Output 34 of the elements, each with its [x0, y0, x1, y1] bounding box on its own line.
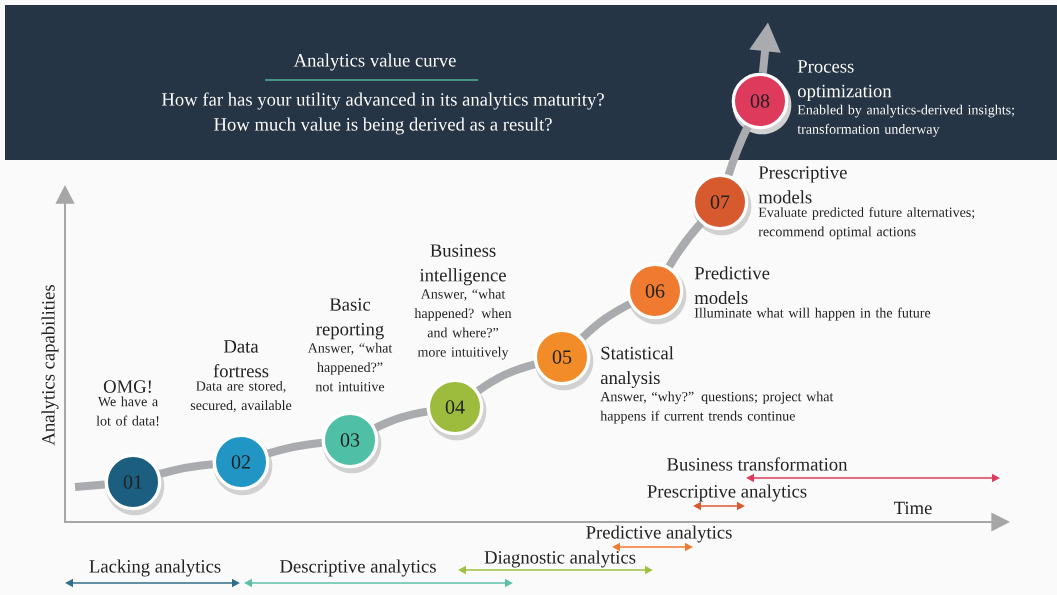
curve-segment [724, 124, 752, 177]
curve-segment [475, 360, 536, 394]
phase-label: Business transformation [667, 457, 848, 471]
phase-label: Predictive analytics [586, 525, 732, 543]
phase-label: Diagnostic analytics [484, 550, 636, 568]
stage-description: Answer, “what happened?” not intuitive [307, 342, 393, 392]
stage-title: Process optimization [797, 60, 892, 102]
title: Analytics value curve [293, 53, 456, 71]
stage-title: Business intelligence [419, 244, 506, 286]
stage-description: Evaluate predicted future alternatives; recommend optimal actions [758, 207, 975, 240]
axis-label: Time [893, 501, 932, 515]
stage-title: Predictive models [694, 266, 770, 305]
phase-label: Descriptive analytics [280, 559, 436, 577]
stage-description: Illuminate what will happen in the future [694, 307, 931, 321]
stage-description: Answer, “why?” questions; project what happens if current trends continue [600, 391, 834, 424]
stage-description: Data are stored, secured, available [190, 380, 292, 413]
stage-title: Statistical analysis [600, 346, 674, 388]
phase-label: Lacking analytics [89, 559, 221, 577]
curve-segment [266, 438, 323, 458]
phase-label: Prescriptive analytics [647, 484, 807, 502]
stage-description: Enabled by analytics-derived insights; transformation underway [797, 104, 1014, 137]
question-text: How much value is being derived as a result? [214, 117, 552, 135]
stage-title: Basic reporting [316, 298, 384, 340]
axis-label: Analytics capabilities [41, 285, 59, 446]
question-text: How far has your utility advanced in its analytics maturity? [161, 92, 604, 110]
stage-title: Data fortress [213, 340, 269, 378]
curve-segment [74, 480, 106, 491]
stage-title: Prescriptive models [758, 166, 847, 204]
stage-description: Answer, “what happened? when and where?” more intuitively [414, 288, 512, 360]
curve-segment [159, 460, 214, 478]
stage-description: We have a lot of data! [96, 396, 159, 426]
curve-segment [579, 300, 632, 341]
stage-title: OMG! [103, 380, 151, 393]
curve-segment [665, 220, 704, 269]
